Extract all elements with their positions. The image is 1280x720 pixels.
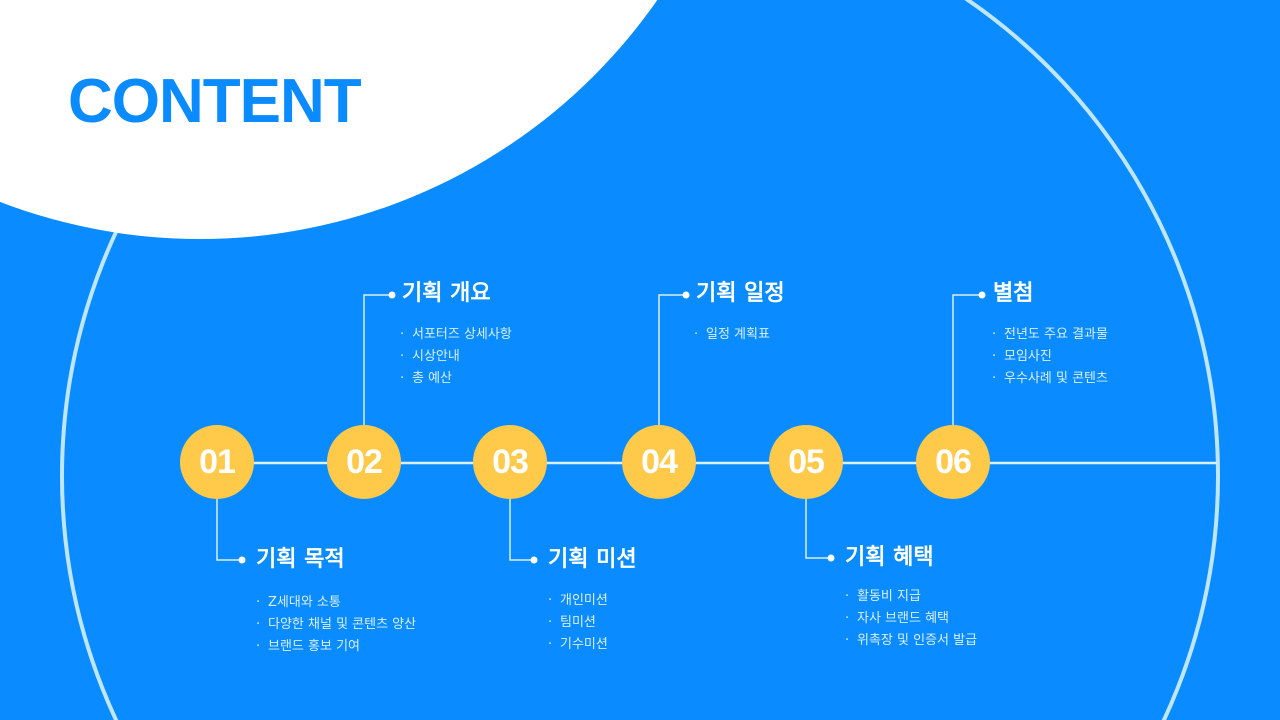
bullet-icon: · xyxy=(400,371,405,386)
page-title: CONTENT xyxy=(68,67,362,136)
step-number: 06 xyxy=(935,442,972,481)
connector-dot-05 xyxy=(827,554,835,562)
list-item: ·브랜드 홍보 기여 xyxy=(256,636,416,658)
connector-04 xyxy=(658,294,686,430)
section-title-05: 기획 혜택 xyxy=(845,545,934,570)
section-title-02: 기획 개요 xyxy=(402,281,491,306)
section-title-03: 기획 미션 xyxy=(548,547,637,572)
connector-02 xyxy=(363,294,392,430)
list-item: ·위촉장 및 인증서 발급 xyxy=(845,630,977,652)
bullet-icon: · xyxy=(992,371,997,386)
list-item: ·기수미션 xyxy=(548,634,608,656)
connector-01 xyxy=(216,495,242,561)
step-number: 03 xyxy=(492,442,529,481)
step-node-01: 01 xyxy=(180,425,254,499)
connector-03 xyxy=(509,495,534,561)
list-item: ·일정 계획표 xyxy=(694,324,770,346)
section-items-06: ·전년도 주요 결과물 ·모임사진 ·우수사례 및 콘텐츠 xyxy=(992,324,1108,390)
section-title-01: 기획 목적 xyxy=(256,547,345,572)
section-title-06: 별첨 xyxy=(993,281,1034,306)
connector-06 xyxy=(952,294,982,430)
list-item: ·전년도 주요 결과물 xyxy=(992,324,1108,346)
step-node-06: 06 xyxy=(916,425,990,499)
list-item: ·활동비 지급 xyxy=(845,586,977,608)
step-node-02: 02 xyxy=(327,425,401,499)
bullet-icon: · xyxy=(992,327,997,342)
step-number: 01 xyxy=(199,442,236,481)
step-node-05: 05 xyxy=(769,425,843,499)
bullet-icon: · xyxy=(845,633,850,648)
white-corner-circle xyxy=(0,0,658,239)
bullet-icon: · xyxy=(400,349,405,364)
connector-dot-04 xyxy=(682,291,690,299)
bullet-icon: · xyxy=(548,637,553,652)
step-number: 05 xyxy=(788,442,825,481)
list-item: ·우수사례 및 콘텐츠 xyxy=(992,368,1108,390)
step-node-03: 03 xyxy=(473,425,547,499)
bullet-icon: · xyxy=(845,611,850,626)
section-items-03: ·개인미션 ·팀미션 ·기수미션 xyxy=(548,590,608,656)
connector-dot-02 xyxy=(388,291,396,299)
list-item: ·다양한 채널 및 콘텐츠 양산 xyxy=(256,614,416,636)
bullet-icon: · xyxy=(548,615,553,630)
section-title-04: 기획 일정 xyxy=(696,281,785,306)
bullet-icon: · xyxy=(256,617,261,632)
section-items-01: ·Z세대와 소통 ·다양한 채널 및 콘텐츠 양산 ·브랜드 홍보 기여 xyxy=(256,592,416,658)
bullet-icon: · xyxy=(694,327,699,342)
step-number: 02 xyxy=(346,442,383,481)
bullet-icon: · xyxy=(548,593,553,608)
list-item: ·서포터즈 상세사항 xyxy=(400,324,512,346)
list-item: ·시상안내 xyxy=(400,346,512,368)
step-node-04: 04 xyxy=(622,425,696,499)
bullet-icon: · xyxy=(256,639,261,654)
list-item: ·모임사진 xyxy=(992,346,1108,368)
section-items-05: ·활동비 지급 ·자사 브랜드 혜택 ·위촉장 및 인증서 발급 xyxy=(845,586,977,652)
section-items-04: ·일정 계획표 xyxy=(694,324,770,346)
connector-05 xyxy=(805,495,831,559)
connector-dot-06 xyxy=(978,291,986,299)
list-item: ·팀미션 xyxy=(548,612,608,634)
bullet-icon: · xyxy=(256,595,261,610)
connector-dot-03 xyxy=(530,556,538,564)
decorative-ring xyxy=(60,0,1220,720)
list-item: ·개인미션 xyxy=(548,590,608,612)
connector-dot-01 xyxy=(238,556,246,564)
list-item: ·총 예산 xyxy=(400,368,512,390)
bullet-icon: · xyxy=(400,327,405,342)
list-item: ·Z세대와 소통 xyxy=(256,592,416,614)
step-number: 04 xyxy=(641,442,678,481)
section-items-02: ·서포터즈 상세사항 ·시상안내 ·총 예산 xyxy=(400,324,512,390)
list-item: ·자사 브랜드 혜택 xyxy=(845,608,977,630)
bullet-icon: · xyxy=(845,589,850,604)
bullet-icon: · xyxy=(992,349,997,364)
